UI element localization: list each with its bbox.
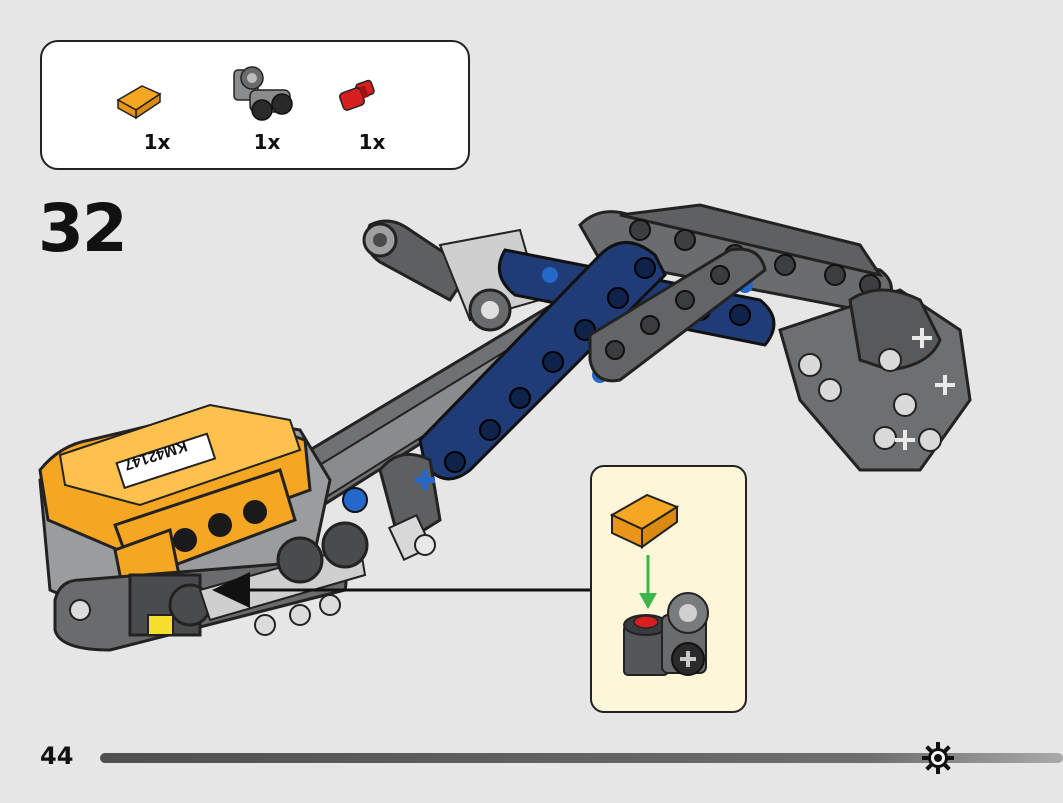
placement-arrow xyxy=(212,572,590,608)
subassembly-illustration xyxy=(609,493,709,676)
step-number: 32 xyxy=(38,190,128,267)
orange-slope-brick-icon xyxy=(116,85,162,120)
gray-cross-block-icon xyxy=(233,66,293,121)
gripper-assembly xyxy=(778,288,972,472)
orange-slope-brick-icon xyxy=(609,493,680,549)
part-gray-cross-block: 1x xyxy=(222,42,312,172)
part-qty: 1x xyxy=(358,130,386,154)
cross-gray-beam xyxy=(588,247,767,383)
gear-marker-icon xyxy=(921,742,954,774)
part-orange-slope: 1x xyxy=(112,42,202,172)
middle-connector xyxy=(378,452,442,561)
sticker-panel xyxy=(115,432,217,490)
subassembly-callout xyxy=(590,465,747,713)
part-qty: 1x xyxy=(253,130,281,154)
green-down-arrow xyxy=(639,555,657,609)
gray-cross-block-with-pin xyxy=(623,592,709,676)
page-number: 44 xyxy=(40,742,74,770)
parts-list: 1x 1x 1x xyxy=(40,40,470,170)
red-pin-icon xyxy=(338,79,375,111)
part-red-pin: 1x xyxy=(327,42,417,172)
part-qty: 1x xyxy=(143,130,171,154)
progress-bar xyxy=(100,753,1063,763)
navy-beams xyxy=(418,241,776,481)
